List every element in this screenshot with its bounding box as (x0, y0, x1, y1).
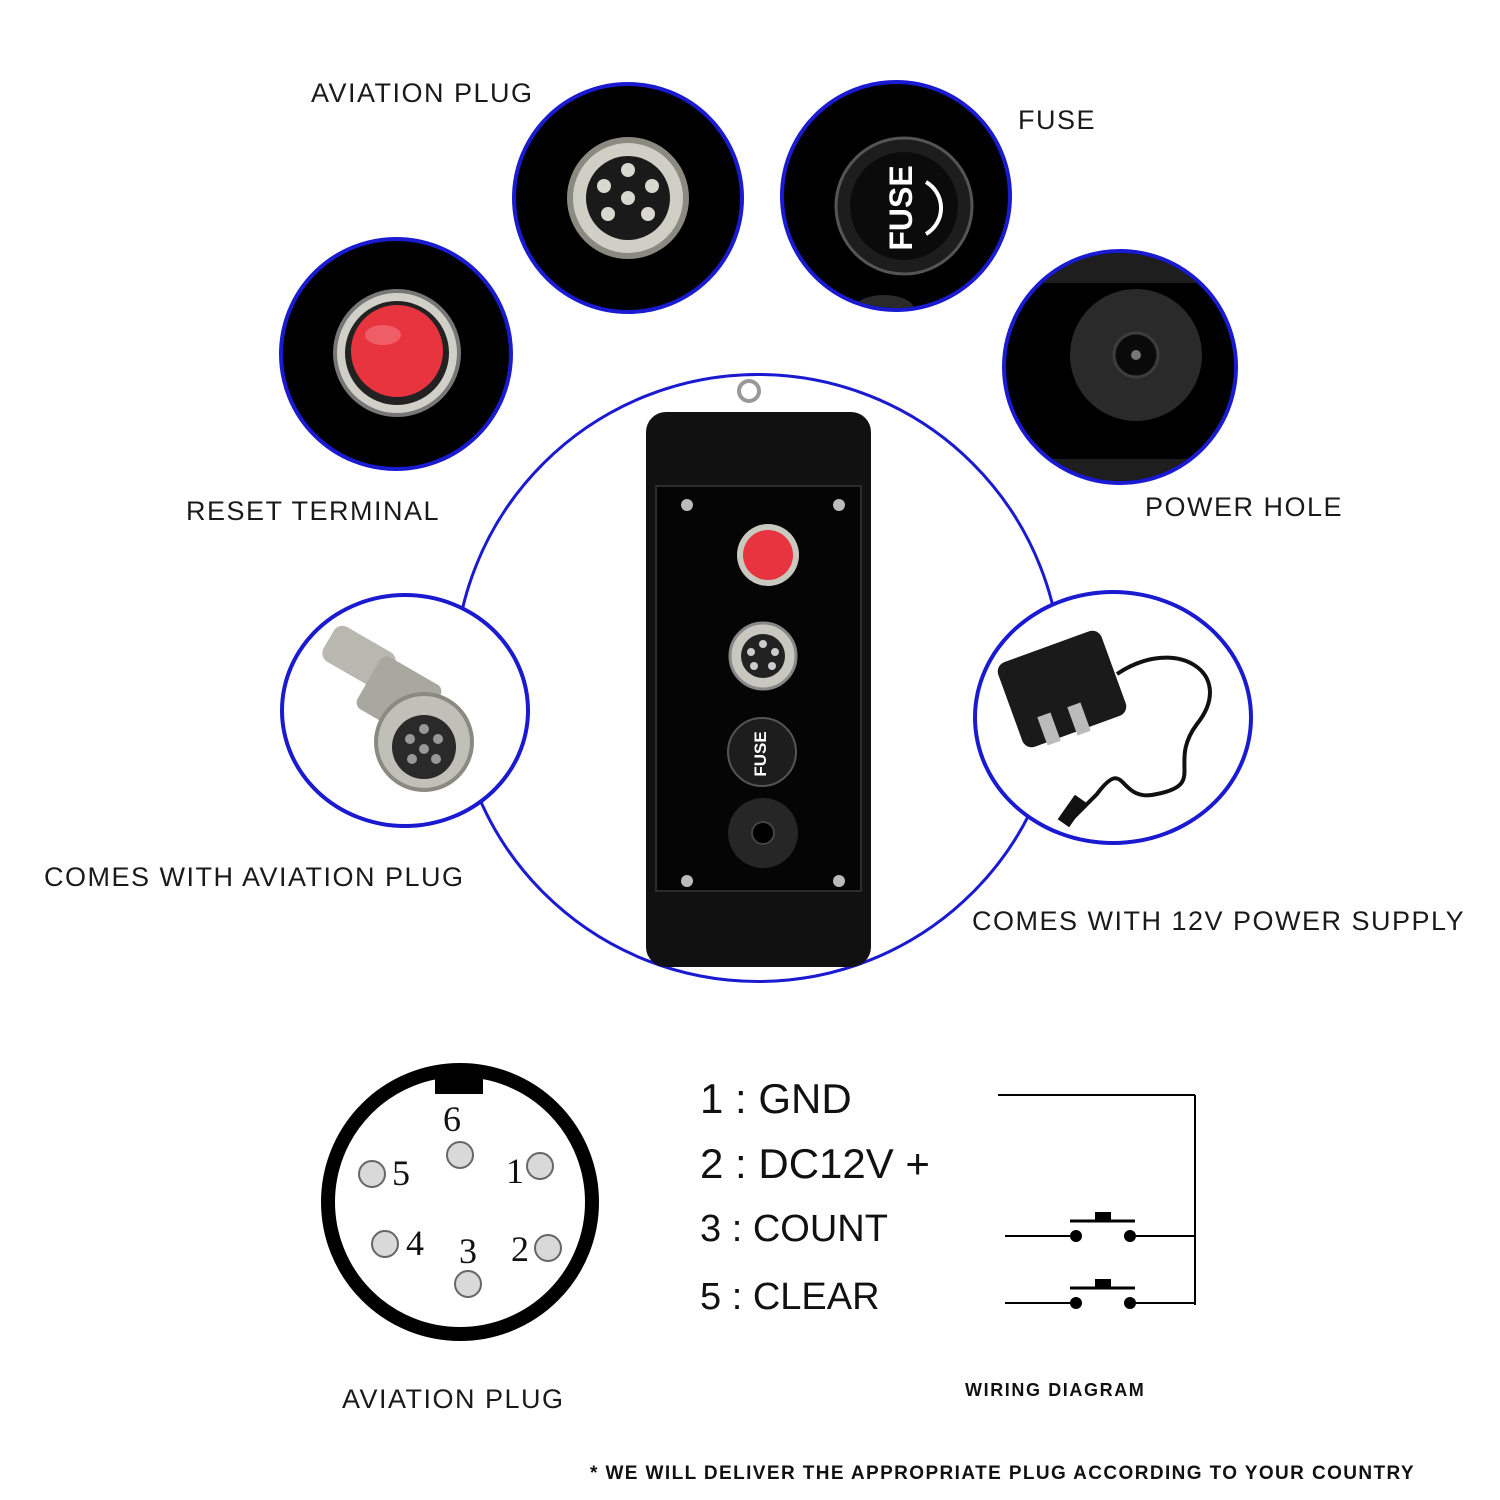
wiring-row-clear: 5 : CLEAR (700, 1276, 880, 1318)
label-comes-with-power-supply: COMES WITH 12V POWER SUPPLY (972, 906, 1466, 936)
fuse-cap-text: FUSE (883, 165, 919, 250)
aviation-plug-accessory-photo (280, 593, 530, 828)
counter-device-circle: FUSE (453, 373, 1063, 983)
label-comes-with-aviation-plug: COMES WITH AVIATION PLUG (44, 862, 465, 892)
pin-label-6: 6 (443, 1099, 461, 1139)
wiring-row-gnd: 1 : GND (700, 1075, 852, 1122)
hanging-ring (737, 379, 761, 403)
pin-4 (371, 1230, 399, 1258)
label-fuse: FUSE (1018, 105, 1097, 135)
label-aviation-plug-bottom: AVIATION PLUG (342, 1384, 565, 1414)
fuse-photo: FUSE (780, 80, 1012, 312)
pin-1 (526, 1152, 554, 1180)
pin-label-3: 3 (459, 1231, 477, 1271)
pin-3 (454, 1270, 482, 1298)
wiring-row-dc12v: 2 : DC12V + (700, 1140, 930, 1187)
wiring-schematic (998, 1094, 1196, 1309)
delivery-note: * WE WILL DELIVER THE APPROPRIATE PLUG A… (590, 1463, 1416, 1484)
label-reset-terminal: RESET TERMINAL (186, 496, 441, 526)
reset-button-photo (279, 237, 513, 471)
pin-5 (358, 1160, 386, 1188)
pin-label-1: 1 (506, 1151, 524, 1191)
aviation-plug-pinout: 6 5 1 4 3 2 (318, 1060, 602, 1344)
aviation-plug-photo (512, 82, 744, 314)
label-power-hole: POWER HOLE (1145, 492, 1344, 522)
wiring-row-count: 3 : COUNT (700, 1208, 888, 1250)
power-supply-accessory-photo (973, 590, 1253, 845)
pin-label-2: 2 (511, 1229, 529, 1269)
pin-6 (446, 1141, 474, 1169)
device-fuse-text: FUSE (751, 731, 770, 776)
label-aviation-plug: AVIATION PLUG (311, 78, 534, 108)
power-hole-photo (1002, 249, 1238, 485)
pin-label-5: 5 (392, 1153, 410, 1193)
pin-label-4: 4 (406, 1223, 424, 1263)
pin-2 (534, 1234, 562, 1262)
wiring-diagram-title: WIRING DIAGRAM (965, 1380, 1146, 1400)
